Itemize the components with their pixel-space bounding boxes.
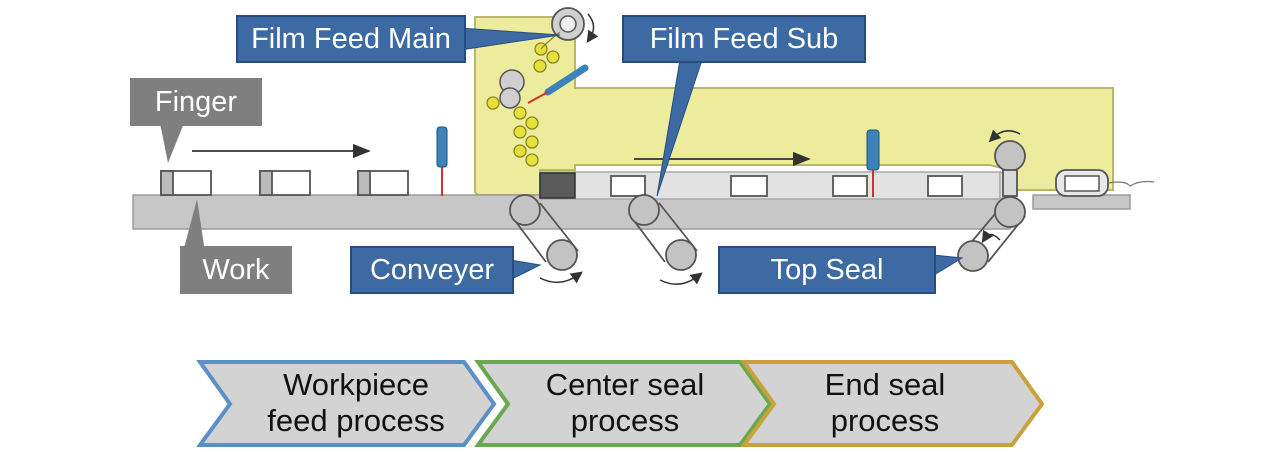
label-film-feed-main: Film Feed Main <box>236 15 466 63</box>
label-finger: Finger <box>130 78 262 126</box>
step-workpiece-feed: Workpiece feed process <box>238 367 474 439</box>
work-items-film <box>610 175 963 197</box>
chevron-center-seal <box>474 360 773 447</box>
seal-heater-left <box>436 126 448 196</box>
film-dancer-rollers <box>499 69 525 109</box>
label-conveyer: Conveyer <box>350 246 514 294</box>
top-seal-roller-lower <box>957 196 1026 272</box>
step-end-seal-line1: End seal <box>824 367 946 402</box>
seal-heater-right <box>866 129 880 197</box>
step-center-seal-line2: process <box>570 403 680 438</box>
pointer-conveyer <box>509 259 542 281</box>
film-path-rollers <box>486 42 560 167</box>
conveyer-roller-2 <box>628 194 703 285</box>
chevron-end-seal <box>740 360 1045 447</box>
exit-plate <box>1032 194 1131 210</box>
top-seal-roller-upper <box>988 129 1026 197</box>
step-center-seal: Center seal process <box>510 367 740 439</box>
step-end-seal-line2: process <box>830 403 940 438</box>
work-items-feed <box>160 170 409 196</box>
step-workpiece-feed-line1: Workpiece <box>283 367 429 402</box>
conveyer-roller-1 <box>509 194 583 284</box>
process-chevrons <box>196 360 1045 447</box>
step-workpiece-feed-line2: feed process <box>267 403 445 438</box>
film-cutter <box>527 64 589 104</box>
base-plate <box>132 194 1011 230</box>
pointer-finger <box>160 123 184 163</box>
dark-work <box>539 172 576 199</box>
label-film-feed-sub: Film Feed Sub <box>622 15 866 63</box>
chevron-workpiece-feed <box>196 360 497 447</box>
pointer-work <box>183 199 205 252</box>
label-top-seal: Top Seal <box>718 246 936 294</box>
label-work: Work <box>180 246 292 294</box>
pointer-top-seal <box>933 254 964 276</box>
step-center-seal-line1: Center seal <box>545 367 705 402</box>
step-end-seal: End seal process <box>770 367 1000 439</box>
